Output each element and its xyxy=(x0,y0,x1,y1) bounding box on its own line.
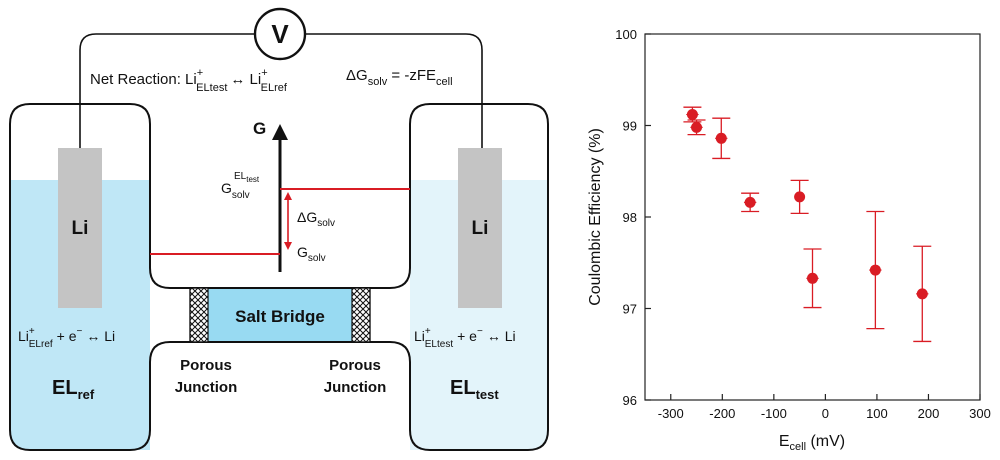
data-point xyxy=(803,248,822,309)
g-solv-label: Gsolv xyxy=(297,244,326,264)
voltmeter-icon xyxy=(253,7,307,61)
left-porous-junction xyxy=(189,287,209,343)
gibbs-equation: ΔGsolv = -zFEcell xyxy=(346,67,453,88)
data-point xyxy=(712,117,731,160)
circuit-wire xyxy=(79,33,483,148)
delta-g-arrowhead-down xyxy=(284,242,292,250)
point-marker xyxy=(686,109,698,121)
voltmeter-label: V xyxy=(271,19,289,49)
electrochemical-cell-diagram: V Net Reaction: Li+ELtest↔ Li+ELref ΔGso… xyxy=(9,7,549,451)
point-marker xyxy=(715,132,727,144)
g-solv-test-superscript: ELtest xyxy=(234,171,260,184)
left-junction-line2: Junction xyxy=(175,379,238,396)
delta-g-arrowhead-up xyxy=(284,192,292,200)
y-tick-label: 97 xyxy=(623,302,637,317)
left-el-label: ELref xyxy=(52,377,95,402)
data-point xyxy=(790,179,809,214)
right-electrode-label: Li xyxy=(472,218,489,239)
coulombic-efficiency-chart: -300 -200 -100 0 100 200 300 96 97 98 99 100 Ecell… xyxy=(587,27,991,453)
point-marker xyxy=(794,191,806,203)
y-axis-label: Coulombic Efficiency (%) xyxy=(587,128,604,306)
right-li-electrode xyxy=(458,148,502,308)
data-point xyxy=(913,245,932,343)
x-ticks: -300 -200 -100 0 100 200 300 xyxy=(658,394,991,421)
salt-bridge-fill xyxy=(190,288,370,342)
y-tick-label: 100 xyxy=(615,27,637,42)
y-tick-label: 98 xyxy=(623,210,637,225)
y-ticks: 96 97 98 99 100 xyxy=(615,27,651,408)
net-reaction: Net Reaction: Li+ELtest↔ Li+ELref xyxy=(90,67,288,94)
right-porous-junction xyxy=(351,287,371,343)
data-point xyxy=(866,210,885,330)
x-tick-label: 100 xyxy=(866,406,888,421)
x-tick-label: 200 xyxy=(918,406,940,421)
right-half-reaction: Li+ELtest+ e−↔ Li xyxy=(414,326,516,350)
point-marker xyxy=(869,264,881,276)
x-tick-label: -300 xyxy=(658,406,684,421)
g-solv-test-label: Gsolv xyxy=(221,180,250,201)
point-marker xyxy=(744,196,756,208)
x-tick-label: -100 xyxy=(761,406,787,421)
left-half-reaction: Li+ELref+ e−↔ Li xyxy=(18,326,115,350)
g-axis-arrowhead xyxy=(272,124,288,140)
x-tick-label: -200 xyxy=(709,406,735,421)
left-electrode-label: Li xyxy=(72,218,89,239)
delta-g-solv-label: ΔGsolv xyxy=(297,209,335,229)
cell-outline xyxy=(9,103,549,451)
point-marker xyxy=(807,272,818,284)
x-tick-label: 300 xyxy=(969,406,991,421)
point-marker xyxy=(691,121,703,133)
right-el-label: ELtest xyxy=(450,377,499,402)
right-electrolyte xyxy=(410,180,548,450)
left-junction-line1: Porous xyxy=(180,357,232,374)
data-points xyxy=(683,106,932,343)
g-axis-label: G xyxy=(253,119,266,138)
plot-frame xyxy=(644,33,981,401)
right-junction-line1: Porous xyxy=(329,357,381,374)
x-axis-label: Ecell (mV) xyxy=(779,433,845,453)
y-tick-label: 99 xyxy=(623,119,637,134)
data-point xyxy=(687,119,706,136)
point-marker xyxy=(916,288,928,300)
right-junction-line2: Junction xyxy=(324,379,387,396)
data-point xyxy=(741,192,760,213)
y-tick-label: 96 xyxy=(623,393,637,408)
salt-bridge-border xyxy=(189,287,371,343)
salt-bridge-label: Salt Bridge xyxy=(235,307,325,326)
left-li-electrode xyxy=(58,148,102,308)
left-electrolyte xyxy=(10,180,150,450)
x-tick-label: 0 xyxy=(822,406,829,421)
